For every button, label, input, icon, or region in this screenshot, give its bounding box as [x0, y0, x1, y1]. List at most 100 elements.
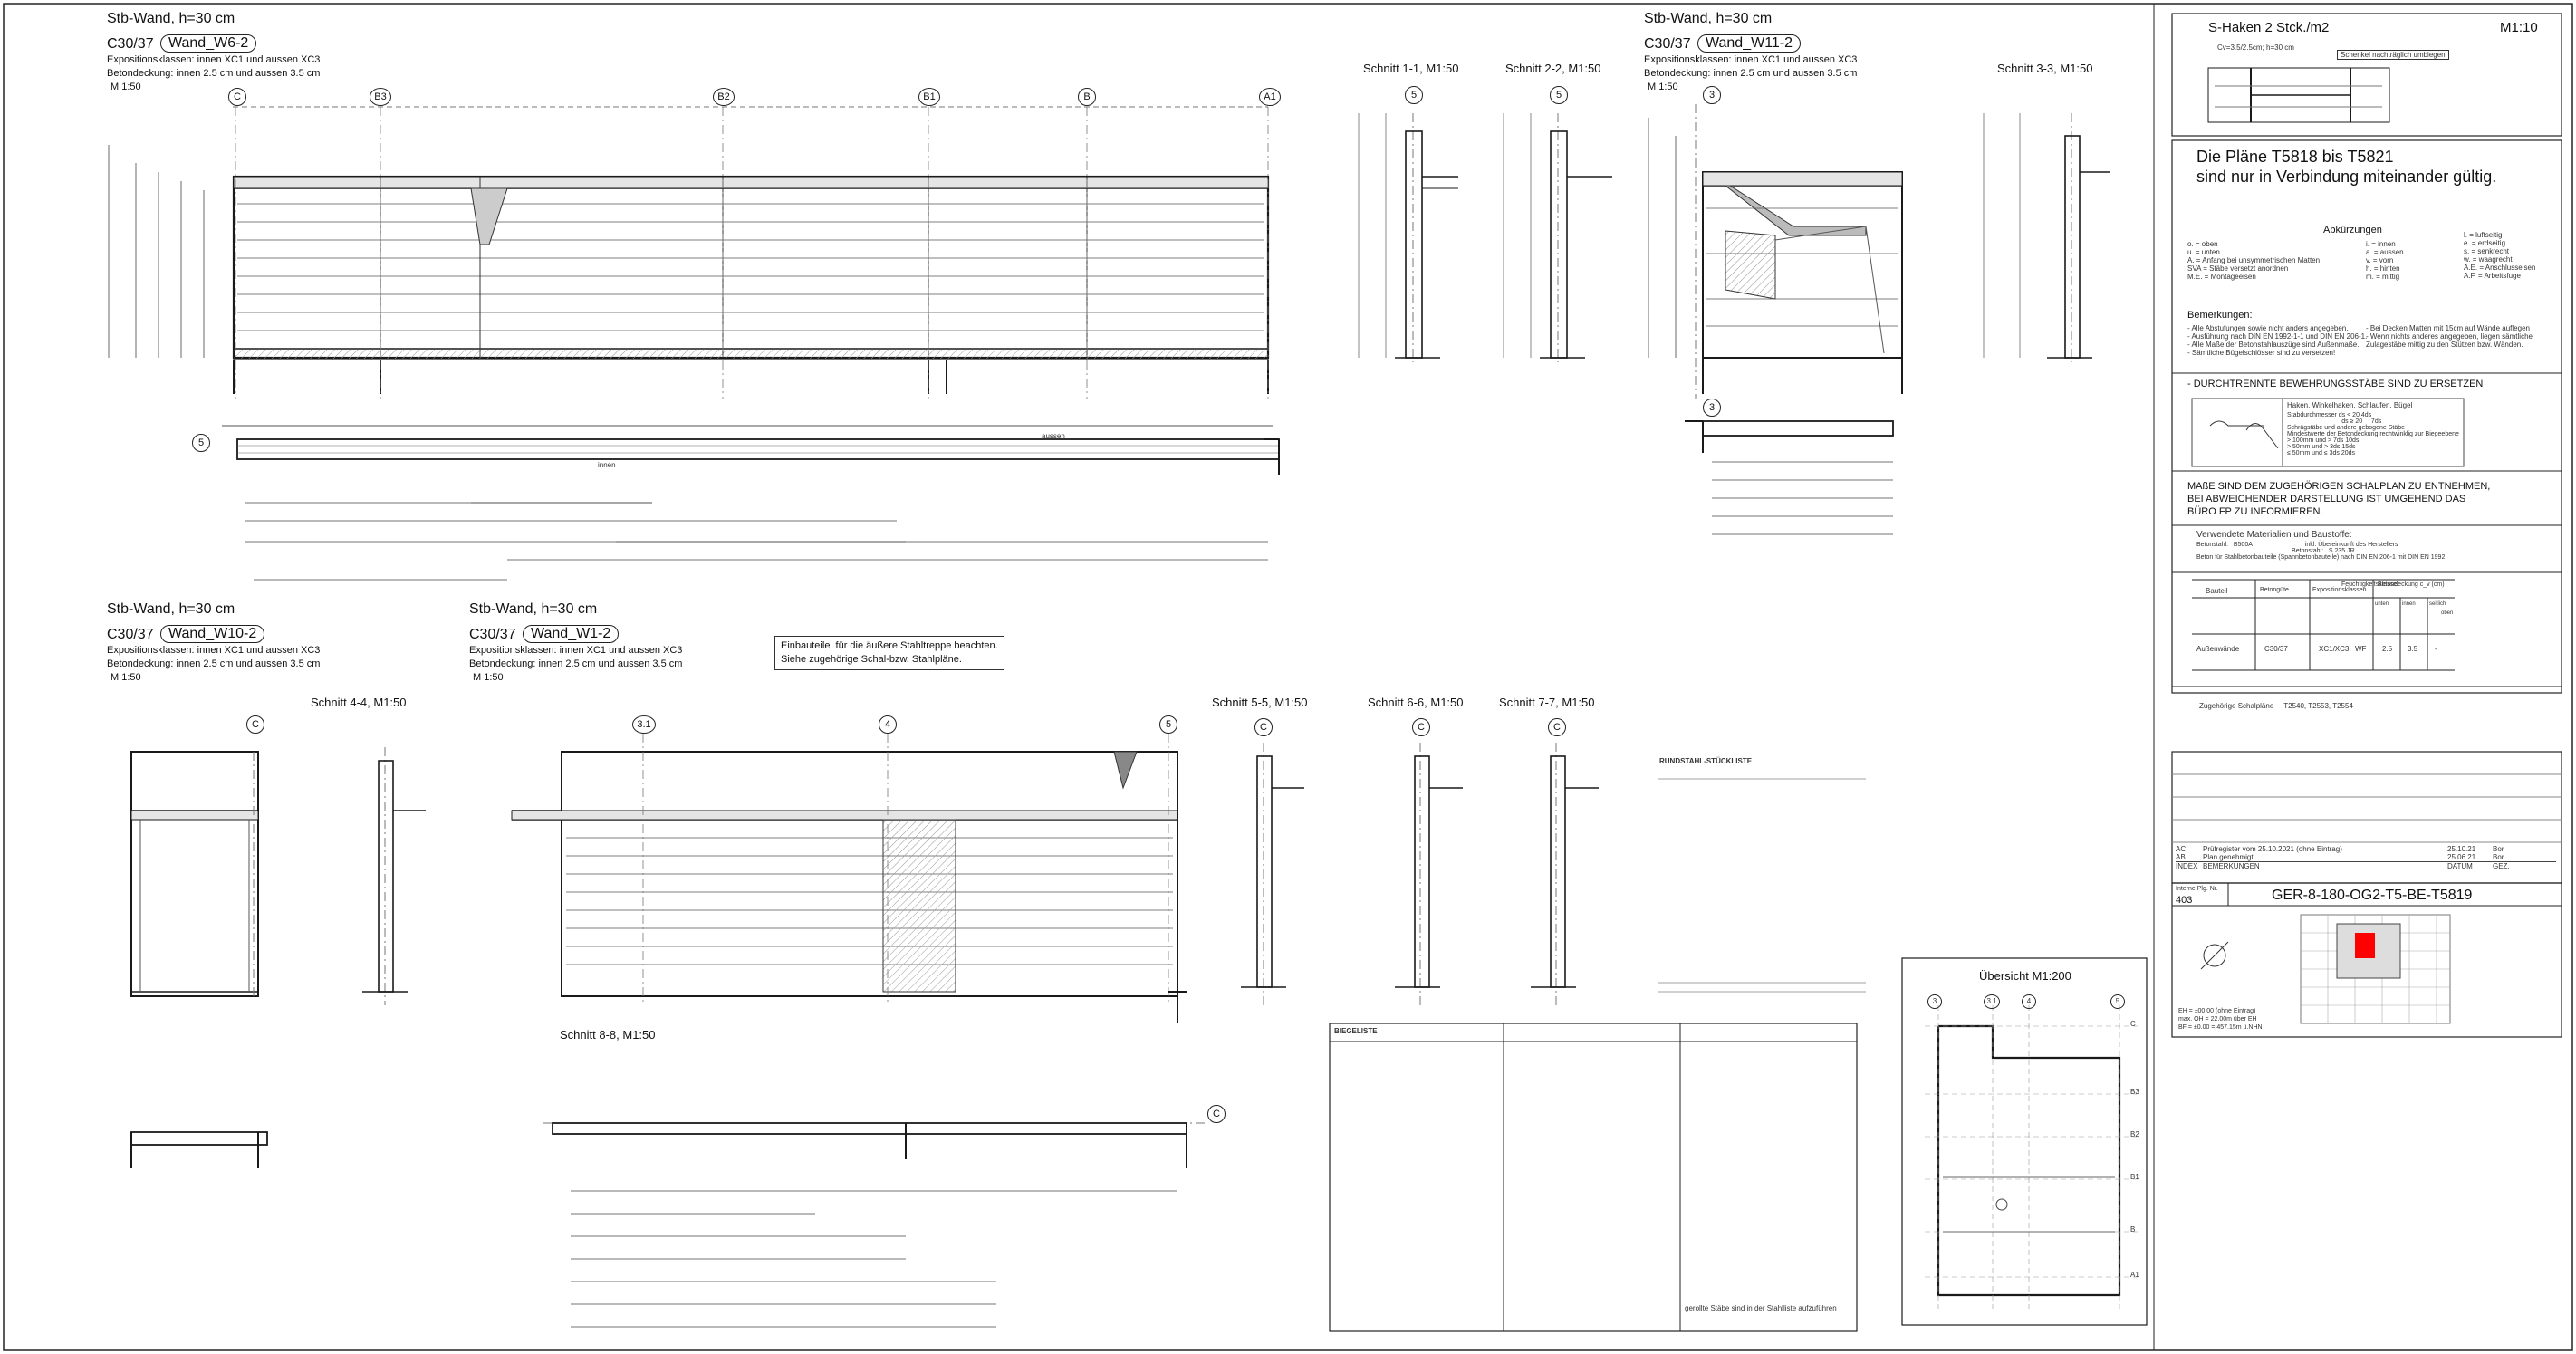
wall-w1-name: Wand_W1-2 — [523, 625, 620, 643]
steel-list-title: RUNDSTAHL-STÜCKLISTE — [1659, 757, 1753, 765]
hook-row-4: > 100mm und > 7ds 10ds — [2287, 437, 2360, 444]
revision-row: AC Prüfregister vom 25.10.2021 (ohne Ein… — [2176, 845, 2556, 853]
title-block-frame — [2171, 13, 2562, 1038]
rev-index: AC — [2176, 845, 2187, 853]
wall-w6-scale: M 1:50 — [111, 82, 141, 92]
section-3-3-title: Schnitt 3-3, M1:50 — [1997, 62, 2093, 75]
wall-w6-concrete: C30/37 — [107, 36, 154, 52]
abbr-title: Abkürzungen — [2323, 225, 2382, 235]
bending-list-title: BIEGELISTE — [1334, 1027, 1378, 1035]
axis-bubble-s77: C — [1548, 718, 1566, 736]
plan-label: Interne Plg. Nr. — [2176, 886, 2218, 892]
s-haken-scale: M1:10 — [2500, 20, 2538, 35]
wall-w10-exposure: Expositionsklassen: innen XC1 und aussen… — [107, 645, 321, 656]
abbr-col2: i. = innen a. = aussen v. = vorn h. = hi… — [2366, 240, 2404, 281]
axis-bubble-3-1: 3.1 — [632, 715, 656, 734]
section-6-6-title: Schnitt 6-6, M1:50 — [1368, 696, 1464, 709]
mat-row-unten: 2.5 — [2382, 645, 2393, 653]
wall-w10-elevation — [130, 751, 259, 997]
wall-w10-name: Wand_W10-2 — [160, 625, 265, 643]
revision-row: AB Plan genehmigt 25.06.21 Bor — [2176, 853, 2556, 861]
section-3-3 — [1983, 113, 2110, 362]
section-8-8-title: Schnitt 8-8, M1:50 — [560, 1028, 656, 1042]
axis-bubble-c: C — [228, 88, 246, 106]
materials-rows: Betonstahl: B500A inkl. Übereinkunft des… — [2196, 542, 2445, 561]
wall-w6-exposure: Expositionsklassen: innen XC1 und aussen… — [107, 54, 321, 65]
remarks-right: - Bei Decken Matten mit 15cm auf Wände a… — [2366, 324, 2533, 349]
rev-index: AB — [2176, 853, 2186, 861]
revision-header: INDEX BEMERKUNGEN DATUM GEZ. — [2176, 861, 2556, 870]
mat-sub-0: unten — [2375, 601, 2389, 607]
wall-w11-scale: M 1:50 — [1648, 82, 1678, 92]
hook-row-3: Mindestwerte der Betondeckung rechtwinkl… — [2287, 431, 2459, 437]
overview-axis-c: C — [2130, 1020, 2136, 1028]
mat-row-innen: 3.5 — [2408, 645, 2418, 653]
wall-w6-plan — [222, 425, 1280, 581]
s-haken-detail — [2207, 67, 2390, 123]
abbr-1-1: u. = unten — [2187, 248, 2220, 256]
overview-plan — [1901, 957, 2148, 1326]
sections-5-6-7 — [1241, 743, 1599, 1005]
hook-row-1: ds ≥ 20 7ds — [2287, 418, 2382, 425]
abbr-2-1: a. = aussen — [2366, 248, 2404, 256]
revision-table: AC Prüfregister vom 25.10.2021 (ohne Ein… — [2176, 845, 2556, 870]
abbr-1-0: o. = oben — [2187, 240, 2218, 248]
overview-axis-b: B — [2130, 1225, 2136, 1234]
abbr-2-2: v. = vorn — [2366, 256, 2394, 264]
steel-list-lines — [1658, 778, 1866, 993]
rev-by: Bor — [2493, 853, 2504, 861]
mat-h-betonguete: Betongüte — [2260, 587, 2289, 593]
wall-w1-concrete: C30/37 — [469, 627, 516, 642]
section-8-8 — [543, 1122, 1205, 1328]
axis-bubble-b1: B1 — [918, 88, 940, 106]
axis-bubble-s88: C — [1207, 1105, 1226, 1123]
abbr-1-3: SVA = Stäbe versetzt anordnen — [2187, 264, 2289, 273]
axis-bubble-s22: 5 — [1550, 86, 1568, 104]
axis-bubble-5: 5 — [192, 434, 210, 452]
overview-axis-b1: B1 — [2130, 1173, 2139, 1181]
hook-row-6: ≤ 50mm und ≤ 3ds 20ds — [2287, 450, 2356, 456]
abbr-2-3: h. = hinten — [2366, 264, 2400, 273]
hook-sketch — [2209, 420, 2279, 449]
hook-row-5: > 50mm und > 3ds 15ds — [2287, 444, 2356, 450]
axis-bubble-a1: A1 — [1259, 88, 1281, 106]
materials-title: Verwendete Materialien und Baustoffe: — [2196, 530, 2352, 540]
abbr-3-4: A.E. = Anschlusseisen — [2464, 264, 2536, 272]
axis-bubble-s66: C — [1412, 718, 1430, 736]
hook-row-2: Schrägstäbe und andere gebogene Stäbe — [2287, 425, 2405, 431]
section-1-1-title: Schnitt 1-1, M1:50 — [1363, 62, 1459, 75]
abbr-3-0: l. = luftseitig — [2464, 231, 2503, 239]
bending-list-grid — [1329, 1023, 1858, 1332]
material-row-0: Betonstahl: B500A inkl. Übereinkunft des… — [2196, 542, 2398, 548]
key-plan-highlight — [2355, 933, 2375, 958]
label-innen-w6: innen — [598, 461, 616, 469]
mat-h-exposition: Expositionsklassen — [2312, 587, 2367, 593]
elevation-text: EH = ±00.00 (ohne Eintrag) max. OH = 22.… — [2178, 1008, 2263, 1031]
mat-row-feuchte: WF — [2355, 645, 2367, 653]
mat-row-betonguete: C30/37 — [2264, 645, 2288, 653]
mat-sub-3: oben — [2441, 610, 2454, 616]
overview-axis-a1: A1 — [2130, 1271, 2139, 1279]
rev-date: DATUM — [2447, 862, 2473, 870]
wall-w11-exposure: Expositionsklassen: innen XC1 und aussen… — [1644, 54, 1858, 65]
rev-date: 25.06.21 — [2447, 853, 2476, 861]
replace-note: - DURCHTRENNTE BEWEHRUNGSSTÄBE SIND ZU E… — [2187, 379, 2484, 389]
mat-sub-1: innen — [2402, 601, 2416, 607]
key-plan — [2200, 914, 2451, 1024]
wall-w10-scale: M 1:50 — [111, 672, 141, 683]
axis-bubble-c-w10: C — [246, 715, 264, 734]
wall-w6-elevation — [108, 106, 1270, 399]
wall-w1-type: Stb-Wand, h=30 cm — [469, 601, 598, 617]
remarks-left: - Alle Abstufungen sowie nicht anders an… — [2187, 324, 2367, 357]
remark-r-0: - Bei Decken Matten mit 15cm auf Wände a… — [2366, 324, 2530, 332]
remark-l-0: - Alle Abstufungen sowie nicht anders an… — [2187, 324, 2349, 332]
wall-w10-cover: Betondeckung: innen 2.5 cm und aussen 3.… — [107, 658, 321, 669]
abbr-col3: l. = luftseitig e. = erdseitig s. = senk… — [2464, 231, 2535, 280]
remark-l-3: - Sämtliche Bügelschlösser sind zu verse… — [2187, 349, 2336, 357]
mat-row-bauteil: Außenwände — [2196, 645, 2240, 653]
label-aussen-w6: aussen — [1042, 432, 1065, 440]
wall-w1-elevation — [511, 734, 1187, 1023]
overview-axis-3-1: 3.1 — [1984, 994, 2000, 1009]
abbr-3-5: A.F. = Arbeitsfuge — [2464, 272, 2521, 280]
